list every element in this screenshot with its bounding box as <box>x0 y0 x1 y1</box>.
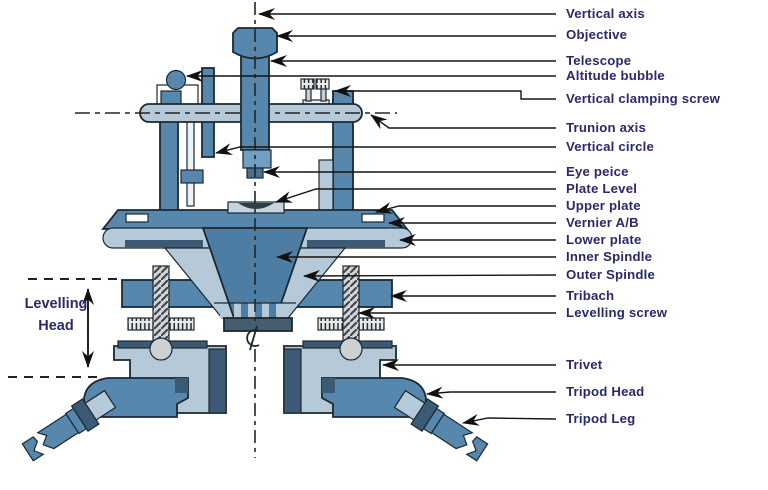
leader-tripod-leg <box>462 413 557 426</box>
centerline-symbol <box>246 325 260 351</box>
tripod-leg-part <box>393 389 489 462</box>
label-upper-plate: Upper plate <box>566 198 641 213</box>
leader-tripod-head <box>426 386 556 399</box>
label-telescope: Telescope <box>566 53 632 68</box>
leader-upper-plate <box>375 202 556 214</box>
label-trivet: Trivet <box>566 357 603 372</box>
leader-lines <box>186 8 557 426</box>
label-tripod-head: Tripod Head <box>566 384 645 399</box>
leader-vertical-circle <box>215 143 556 155</box>
trunion-axis-bar <box>75 103 397 123</box>
label-vernier-ab: Vernier A/B <box>566 215 639 230</box>
leader-vertical-clamping-screw <box>334 85 556 100</box>
plates <box>101 201 413 332</box>
leader-outer-spindle <box>303 269 557 282</box>
label-lower-plate: Lower plate <box>566 232 642 247</box>
label-altitude-bubble: Altitude bubble <box>566 68 665 83</box>
levelling-screw-ball-right <box>339 337 363 361</box>
label-tripod-leg: Tripod Leg <box>566 411 636 426</box>
label-tribach: Tribach <box>566 288 615 303</box>
levelling-screw-ball-left <box>149 337 173 361</box>
tripod-assembly-right <box>283 340 489 462</box>
label-eye-peice: Eye peice <box>566 164 629 179</box>
label-levelling-screw: Levelling screw <box>566 305 668 320</box>
levelling-head-dimension <box>8 278 118 378</box>
label-outer-spindle: Outer Spindle <box>566 267 656 282</box>
leader-plate-level <box>275 188 556 203</box>
objective-part <box>232 27 278 60</box>
leader-trunion-axis <box>370 114 556 130</box>
label-inner-spindle: Inner Spindle <box>566 249 653 264</box>
altitude-bubble-part <box>156 69 199 109</box>
levelling-head-label: Levelling Head <box>24 296 88 334</box>
tripod-assembly-left <box>18 340 227 466</box>
label-vertical-circle: Vertical circle <box>566 139 655 154</box>
label-plate-level: Plate Level <box>566 181 638 196</box>
label-vertical-axis: Vertical axis <box>566 6 645 21</box>
label-objective: Objective <box>566 27 628 42</box>
label-vertical-clamping-screw: Vertical clamping screw <box>566 91 721 106</box>
label-trunion-axis: Trunion axis <box>566 120 647 135</box>
levelling-screws <box>127 265 385 342</box>
